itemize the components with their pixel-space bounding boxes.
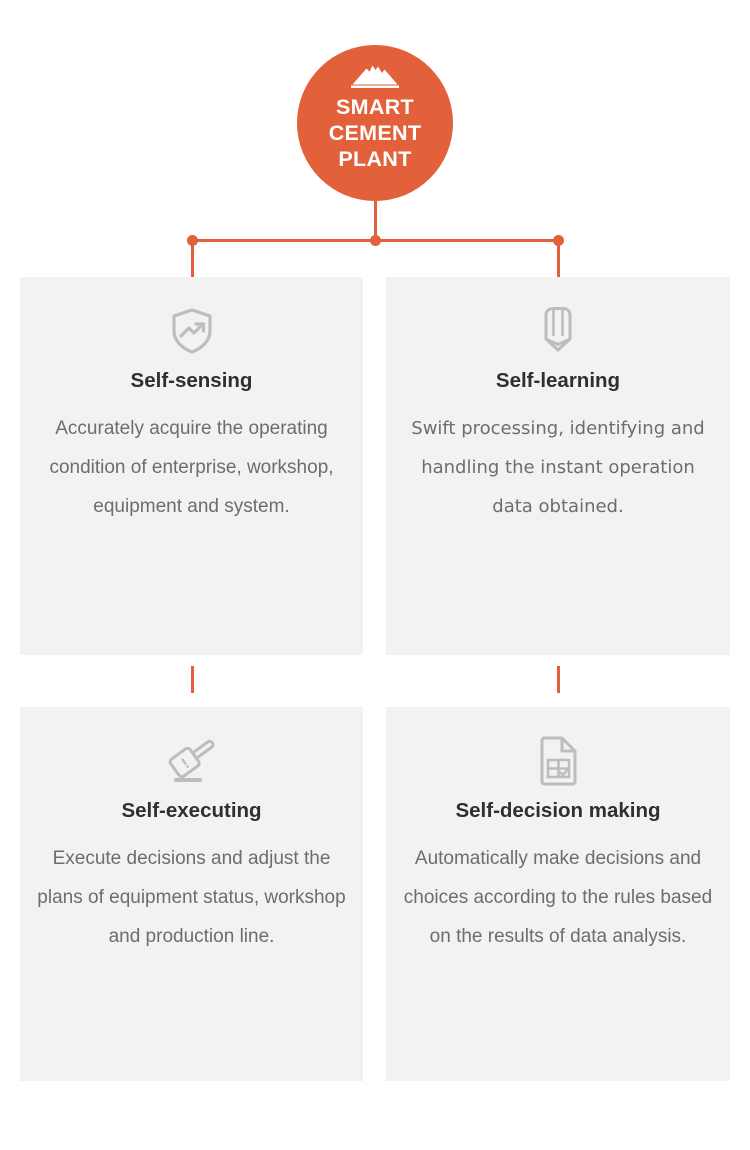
smart-cement-plant-hub: SMART CEMENT PLANT: [297, 45, 453, 201]
pencil-icon: [544, 307, 572, 352]
connector-dot-right: [553, 235, 564, 246]
card-description: Accurately acquire the operating conditi…: [49, 418, 334, 517]
connector-dot-center: [370, 235, 381, 246]
card-title: Self-decision making: [455, 799, 661, 822]
card-self-decision-making[interactable]: Self-decision making Automatically make …: [386, 707, 730, 1081]
connector-hub-stem: [374, 201, 377, 235]
card-icon-wrap: [537, 735, 579, 787]
gavel-icon: [168, 739, 215, 782]
connector-drop-left: [191, 243, 194, 277]
card-description: Swift processing, identifying and handli…: [411, 418, 705, 517]
connector-between-rows-left: [191, 666, 194, 693]
hub-line-2: CEMENT: [328, 121, 422, 145]
card-icon-wrap: [166, 735, 218, 787]
card-icon-wrap: [540, 305, 576, 357]
card-self-sensing[interactable]: Self-sensing Accurately acquire the oper…: [20, 277, 363, 655]
card-self-learning[interactable]: Self-learning Swift processing, identify…: [386, 277, 730, 655]
connector-drop-right: [557, 243, 560, 277]
card-icon-wrap: [170, 305, 214, 357]
card-title: Self-learning: [495, 369, 621, 392]
connector-dot-left: [187, 235, 198, 246]
card-title: Self-sensing: [130, 369, 253, 392]
shield-trend-icon: [171, 308, 212, 354]
card-self-executing[interactable]: Self-executing Execute decisions and adj…: [20, 707, 363, 1081]
hub-label: SMART CEMENT PLANT: [329, 94, 422, 172]
card-description: Execute decisions and adjust the plans o…: [37, 848, 346, 947]
mountain-icon: [351, 65, 399, 88]
card-title: Self-executing: [121, 799, 262, 822]
hub-line-1: SMART: [336, 95, 414, 119]
connector-between-rows-right: [557, 666, 560, 693]
hub-line-3: PLANT: [338, 147, 412, 171]
document-table-check-icon: [540, 736, 577, 786]
card-description: Automatically make decisions and choices…: [403, 848, 713, 947]
